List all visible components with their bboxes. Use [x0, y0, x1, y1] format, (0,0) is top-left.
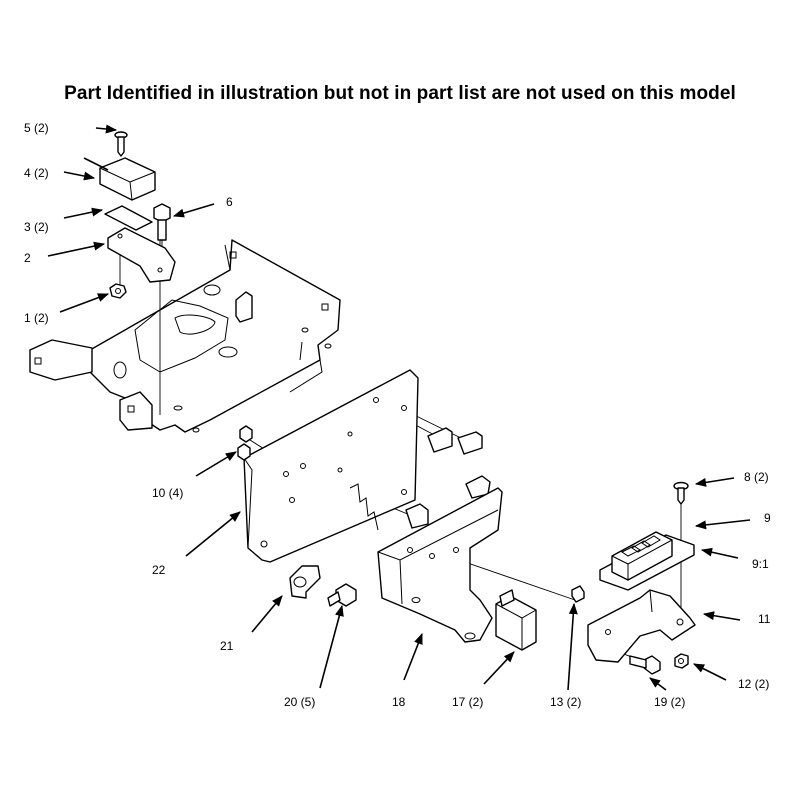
- callout-19: 19 (2): [654, 695, 685, 709]
- callout-4: 4 (2): [24, 166, 49, 180]
- bolt-set: [405, 427, 491, 529]
- clip-part-21: [289, 565, 321, 599]
- nut-part-1: [109, 283, 127, 299]
- callout-12: 12 (2): [738, 677, 769, 691]
- callout-9-1: 9:1: [752, 557, 769, 571]
- nut-part-10: [237, 425, 253, 461]
- diagram-heading: Part Identified in illustration but not …: [64, 83, 736, 104]
- screw-part-19: [629, 655, 661, 675]
- callout-9: 9: [764, 511, 771, 525]
- callout-10: 10 (4): [152, 486, 183, 500]
- module-part-17: [495, 589, 537, 651]
- callout-22: 22: [152, 563, 166, 577]
- bolt-part-6: [153, 203, 171, 241]
- screw-part-8: [673, 481, 689, 505]
- mounting-plate-part-22: [243, 369, 419, 563]
- callout-3: 3 (2): [24, 220, 49, 234]
- callout-17: 17 (2): [452, 695, 483, 709]
- callout-13: 13 (2): [550, 695, 581, 709]
- bolt-part-20: [327, 583, 357, 607]
- callout-1: 1 (2): [24, 311, 49, 325]
- bracket-part-18: [377, 487, 503, 643]
- callout-20: 20 (5): [284, 695, 315, 709]
- callout-11: 11: [758, 612, 771, 626]
- bracket-part-2: [107, 227, 176, 283]
- nut-part-12: [674, 653, 689, 669]
- block-part-4: [83, 157, 156, 201]
- callout-2: 2: [24, 251, 31, 265]
- callout-18: 18: [392, 695, 406, 709]
- callout-21: 21: [220, 639, 234, 653]
- screw-part-13: [571, 585, 585, 603]
- callout-labels: 5 (2) 4 (2) 3 (2) 2 1 (2) 6 10 (4) 22 21…: [24, 121, 771, 709]
- screw-part-5: [114, 131, 128, 157]
- callout-6: 6: [226, 195, 233, 209]
- switch-part-9: [599, 531, 695, 591]
- main-mounting-bracket: [29, 239, 341, 433]
- plate-part-3: [104, 205, 153, 231]
- leader-lines: [47, 124, 751, 691]
- bracket-part-11: [587, 589, 696, 663]
- callout-8: 8 (2): [744, 470, 769, 484]
- callout-5: 5 (2): [24, 121, 49, 135]
